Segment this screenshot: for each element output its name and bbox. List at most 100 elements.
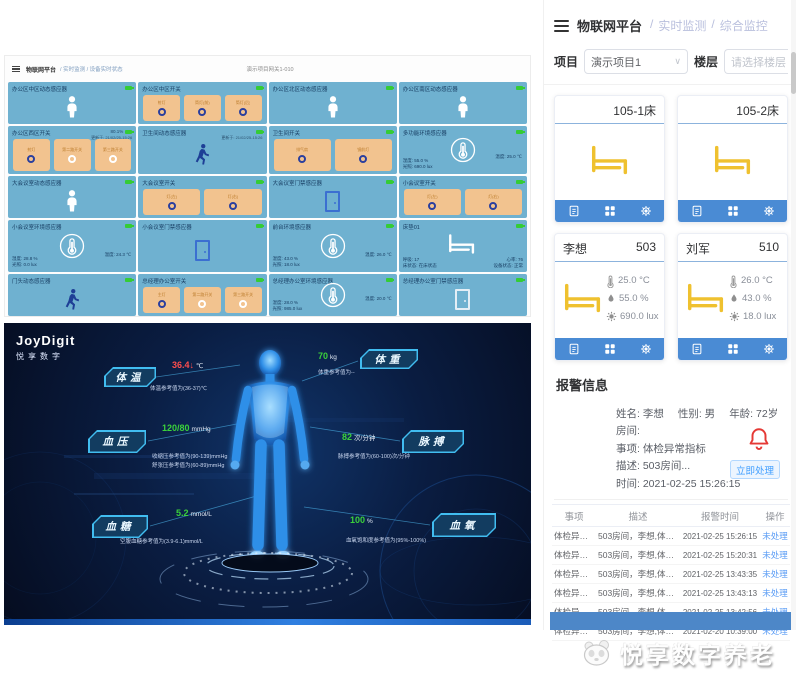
switch-button[interactable]: 灯(左) [143, 189, 201, 215]
humidity-icon [606, 293, 616, 308]
battery-icon [125, 224, 134, 228]
doc-icon[interactable] [568, 343, 580, 355]
device-card-title: 床垫01 [402, 225, 420, 231]
metric-note-line: 体温参考值为(36-37)℃ [150, 386, 207, 392]
device-card-title: 大会议室门禁感应器 [272, 181, 323, 187]
scrollbar-track [791, 0, 796, 630]
app-title: 物联网平台 [577, 19, 643, 34]
gear-icon[interactable] [763, 343, 775, 355]
patient-stat: 26.0 °C [729, 275, 782, 291]
project-select-value: 演示项目1 [591, 56, 642, 69]
gear-icon[interactable] [640, 205, 652, 217]
handle-now-button[interactable]: 立即处理 [729, 460, 780, 479]
left-app-title: 物联网平台 [26, 67, 57, 74]
device-card: 总经理办公室开关主灯第二路开关第三路开关 [138, 274, 267, 316]
gear-icon[interactable] [763, 205, 775, 217]
metric-reference-note: 血氧饱和度参考值为(95%-100%) [346, 537, 426, 546]
switch-button-label: 第二路开关 [62, 147, 83, 152]
left-breadcrumb[interactable]: / 实时监测 / 设备实时状态 [60, 67, 123, 73]
logo-text: JoyDigit [16, 333, 76, 348]
device-card-body: 灯(左)灯(右) [402, 187, 524, 215]
device-card: 大会议室动态感应器 [8, 176, 137, 218]
logo-subtext: 悦享数字 [16, 352, 64, 361]
battery-icon [125, 278, 134, 282]
switch-button[interactable]: 第二路开关 [184, 287, 221, 313]
doc-icon[interactable] [691, 205, 703, 217]
alarm-desc-cell: 503房间，李想,体温异常[35.9... [598, 550, 680, 560]
switch-button[interactable]: 筒灯(后) [224, 95, 262, 121]
metric-note-line: 血氧饱和度参考值为(95%-100%) [346, 538, 427, 544]
room-label: 503 [635, 240, 656, 254]
switch-button[interactable]: 筒灯(前) [184, 95, 221, 121]
metric-label-4: 体重 [360, 349, 418, 369]
gear-icon[interactable] [640, 343, 652, 355]
switch-button[interactable]: 排气扇 [273, 139, 331, 171]
temperature-value: 温度: 20.0 ℃ [365, 296, 392, 301]
doc-icon[interactable] [691, 343, 703, 355]
hud-rings [159, 550, 369, 608]
alarm-desc-cell: 503房间，李想,体温异常[35.4... [598, 588, 680, 598]
alarm-field: 事项: 体检异常指标 [616, 442, 706, 455]
switch-button[interactable]: 射灯 [143, 95, 180, 121]
switch-button[interactable]: 射灯 [13, 139, 50, 171]
battery-icon [255, 180, 264, 184]
battery-icon [516, 278, 525, 282]
metric-value: 36.4↓℃ [172, 360, 203, 370]
grid-icon[interactable] [604, 343, 616, 355]
alarm-field: 姓名: 李想 [616, 407, 664, 420]
switch-button[interactable]: 灯(右) [464, 189, 522, 215]
battery-icon [125, 180, 134, 184]
alarm-status-link[interactable]: 未处理 [762, 550, 788, 560]
device-card-title: 办公区西区开关 [12, 131, 51, 137]
metric-reference-note: 体重参考值为-- [318, 369, 355, 378]
device-card: 办公区中区动态感应器 [8, 82, 137, 124]
battery-icon [255, 278, 264, 282]
switch-button[interactable]: 第三路开关 [224, 287, 262, 313]
alarm-time-cell: 2021-02-25 13:43:13 [682, 588, 758, 598]
switch-button-label: 筒灯(前) [195, 100, 210, 105]
metric-value-number: 100 [350, 515, 366, 525]
device-card-body: 灯(左)灯(右) [141, 187, 263, 215]
monitoring-app-panel: 物联网平台 /实时监测/综合监控 项目 演示项目1 ∨ 楼层 请选择楼层 105… [543, 0, 796, 641]
switch-button[interactable]: 灯(左) [403, 189, 461, 215]
switch-ring-icon [198, 108, 207, 116]
menu-icon[interactable] [12, 65, 20, 73]
metric-reference-note: 空腹血糖参考值为(3.9-6.1)mmol/L [120, 538, 203, 547]
grid-icon[interactable] [727, 205, 739, 217]
device-card: 卫生间开关排气扇镜前灯 [268, 126, 397, 174]
alarm-table-row: 体检异常...503房间，李想,体温异常[35.4...2021-02-25 1… [552, 584, 790, 603]
alarm-status-link[interactable]: 未处理 [762, 588, 788, 598]
switch-button[interactable]: 镜前灯 [334, 139, 392, 171]
doc-icon[interactable] [568, 205, 580, 217]
switch-button[interactable]: 第二路开关 [53, 139, 91, 171]
switch-button[interactable]: 灯(右) [204, 189, 262, 215]
scrollbar-thumb[interactable] [791, 52, 796, 94]
metric-label-3: 血糖 [92, 515, 148, 538]
project-select[interactable]: 演示项目1 ∨ [584, 49, 689, 74]
switch-button[interactable]: 主灯 [143, 287, 180, 313]
switch-button[interactable]: 第三路开关 [94, 139, 132, 171]
breadcrumb-item[interactable]: 综合监控 [719, 19, 768, 33]
breadcrumb-item[interactable]: 实时监测 [658, 19, 707, 33]
bed-stats-row: 床状态: 在床状态设备状态: 正常 [403, 263, 523, 269]
alarm-status-link[interactable]: 未处理 [762, 531, 788, 541]
alarm-desc-cell: 503房间，李想,体温异常[35.3... [598, 531, 680, 541]
floor-select[interactable]: 请选择楼层 [724, 49, 789, 74]
grid-icon[interactable] [727, 343, 739, 355]
battery-icon [516, 224, 525, 228]
card-action-bar [678, 338, 787, 360]
battery-icon [385, 130, 395, 134]
hamburger-menu-icon[interactable] [554, 19, 569, 32]
grid-icon[interactable] [604, 205, 616, 217]
device-card: 卫生间动态感应器更新于: 21/02/25-15:26 [138, 126, 267, 174]
env-stats-left: 湿度: 28.0 %光照: 985.0 lux [273, 300, 303, 314]
alarm-status-link[interactable]: 未处理 [762, 569, 788, 579]
